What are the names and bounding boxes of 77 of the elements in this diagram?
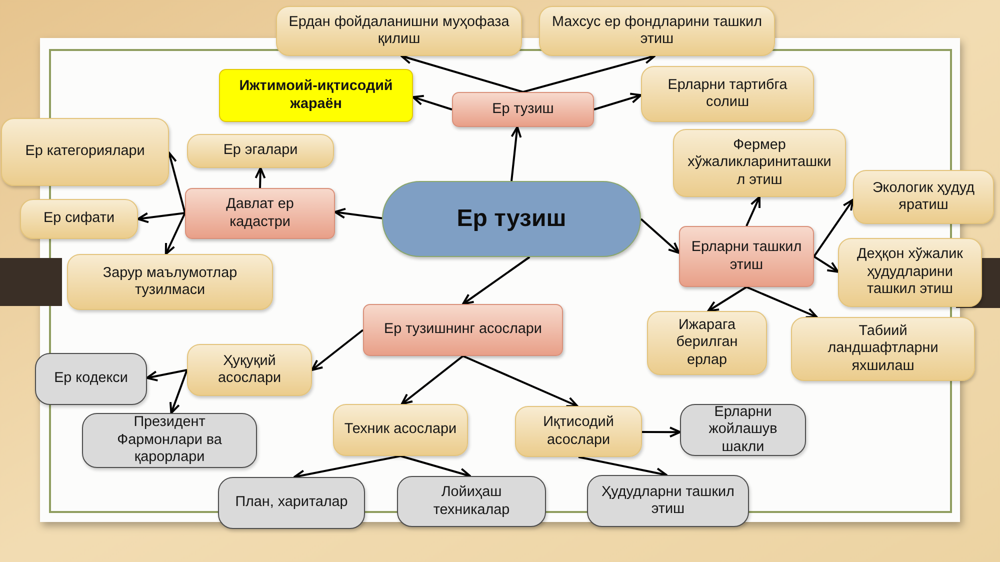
arrow xyxy=(169,370,188,414)
box-label: Ер сифати xyxy=(44,210,114,228)
box-label: Ер тузиш xyxy=(456,205,566,233)
detail-box xyxy=(680,404,806,456)
arrow xyxy=(640,218,680,254)
highlight-box xyxy=(219,69,413,122)
category-box xyxy=(363,304,563,356)
box-label: Ерларни ташкил этиш xyxy=(690,239,803,274)
arrow xyxy=(334,208,382,220)
arrow xyxy=(164,212,186,255)
arrow xyxy=(510,126,522,182)
arrow xyxy=(642,426,681,438)
box-label: Ер тузиш xyxy=(492,100,554,118)
topic-box xyxy=(20,199,138,239)
box-label: Ердан фойдаланишни муҳофаза қилиш xyxy=(288,14,510,48)
topic-box xyxy=(1,118,169,186)
arrow xyxy=(400,355,464,405)
box-label: Ижарага берилган ерлар xyxy=(675,316,739,370)
arrow xyxy=(137,212,186,224)
box-label: Техник асослари xyxy=(344,421,457,439)
topic-box xyxy=(853,170,994,224)
arrow xyxy=(746,286,818,318)
topic-box xyxy=(187,344,312,396)
box-label: Ер эгалари xyxy=(223,142,298,160)
detail-box xyxy=(587,475,749,527)
box-label: Ер кодекси xyxy=(54,370,128,388)
box-label: Табиий ландшафтларни яхшилаш xyxy=(826,322,940,376)
category-box xyxy=(679,226,814,287)
box-label: Ижтимоий-иқтисодий жараён xyxy=(238,78,394,113)
box-label: Фермер хўжаликлариниташкил этиш xyxy=(686,136,832,190)
topic-box xyxy=(539,6,775,56)
box-label: Зарур маълумотлар тузилмаси xyxy=(102,264,238,300)
topic-box xyxy=(791,317,975,381)
detail-box xyxy=(82,413,257,468)
topic-box xyxy=(641,66,814,122)
box-label: Ерларни тартибга солиш xyxy=(666,76,788,112)
arrow xyxy=(311,329,364,371)
arrow xyxy=(400,54,524,93)
arrow xyxy=(462,256,530,305)
arrow xyxy=(400,455,471,479)
topic-box xyxy=(673,129,846,197)
box-label: Деҳқон хўжалик ҳудудларини ташкил этиш xyxy=(856,246,964,299)
arrow xyxy=(412,94,452,110)
topic-box xyxy=(67,254,273,310)
detail-box xyxy=(35,353,147,405)
topic-box xyxy=(276,6,522,56)
topic-box xyxy=(515,406,642,457)
arrow xyxy=(594,92,642,110)
box-label: Экологик ҳудуд яратиш xyxy=(871,180,976,214)
arrow xyxy=(254,167,266,188)
box-label: Иқтисодий асослари xyxy=(542,414,615,449)
box-label: Лойиҳаш техникалар xyxy=(432,484,511,519)
box-label: Давлат ер кадастри xyxy=(225,196,295,231)
box-label: План, хариталар xyxy=(235,494,348,512)
central-topic-pill xyxy=(382,181,641,257)
arrow xyxy=(522,53,656,93)
category-box xyxy=(452,92,594,127)
topic-box xyxy=(838,238,982,307)
box-label: Ер категориялари xyxy=(25,143,145,161)
category-box xyxy=(185,188,335,239)
arrow xyxy=(462,355,578,408)
box-label: Ҳуқуқий асослари xyxy=(216,352,282,388)
topic-box xyxy=(187,134,334,168)
topic-box xyxy=(647,311,767,375)
box-label: Ер тузишнинг асослари xyxy=(384,321,542,339)
arrow xyxy=(813,256,839,273)
arrow xyxy=(813,198,854,258)
arrow xyxy=(746,196,761,226)
box-label: Махсус ер фондларини ташкил этиш xyxy=(551,14,763,48)
box-label: Ерларни жойлашув шакли xyxy=(708,404,778,456)
box-label: Президент Фармонлари ва қарорлари xyxy=(116,414,223,467)
box-label: Ҳудудларни ташкил этиш xyxy=(600,484,736,518)
detail-box xyxy=(218,477,365,529)
detail-box xyxy=(397,476,546,527)
arrow xyxy=(707,286,748,312)
topic-box xyxy=(333,404,468,456)
arrow xyxy=(146,369,188,382)
